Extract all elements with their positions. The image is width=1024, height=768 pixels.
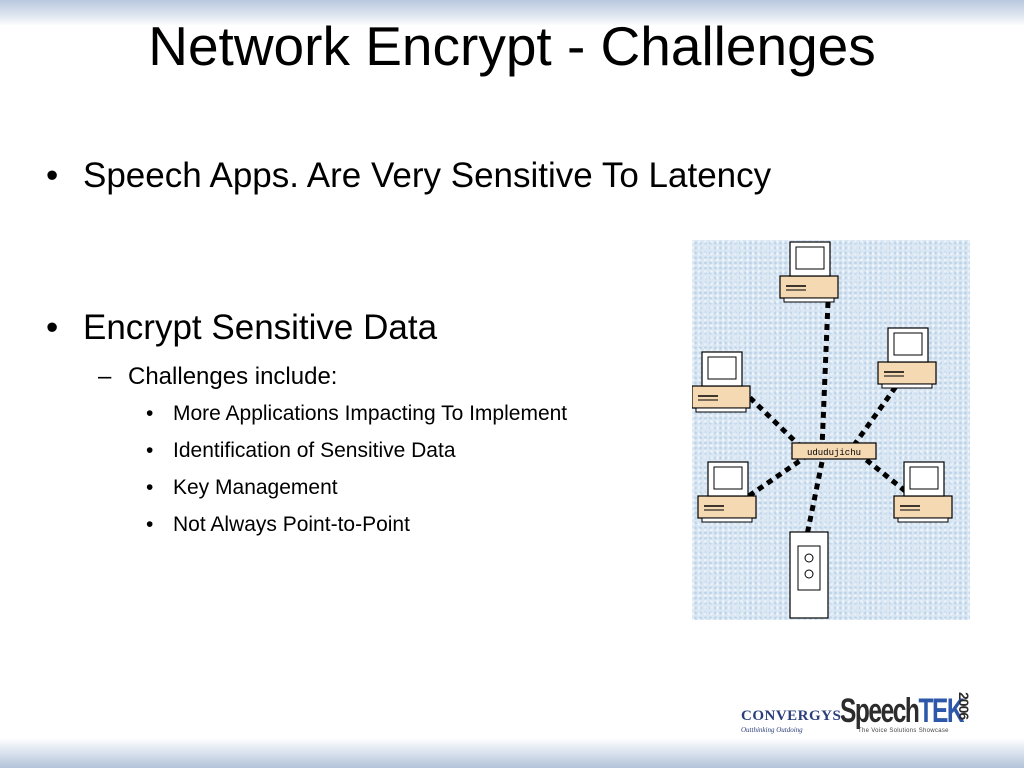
speechtek-logo-wordmark: SpeechTEK	[840, 692, 965, 731]
computer-icon	[697, 461, 757, 523]
computer-icon	[779, 241, 839, 303]
convergys-logo-tagline: Outthinking Outdoing	[741, 726, 803, 734]
speechtek-logo: SpeechTEK 2006 The Voice Solutions Showc…	[838, 688, 988, 736]
sub-sub-bullet: • Key Management	[146, 475, 338, 501]
speechtek-logo-year: 2006	[956, 692, 972, 720]
computer-icon	[877, 327, 937, 389]
sub-sub-bullet-marker: •	[146, 513, 154, 536]
network-hub-icon: ududujichu	[791, 442, 877, 460]
convergys-logo: CONVERGYS Outthinking Outdoing	[733, 698, 841, 742]
network-links	[738, 301, 916, 541]
sub-sub-bullet: • Not Always Point-to-Point	[146, 512, 410, 538]
sub-sub-bullet: • More Applications Impacting To Implemen…	[146, 401, 567, 427]
server-tower-icon	[789, 531, 829, 619]
sub-bullet-text: Challenges include:	[128, 363, 338, 390]
bullet-encrypt: • Encrypt Sensitive Data	[46, 307, 437, 349]
sub-sub-bullet-marker: •	[146, 402, 154, 425]
hub-label: ududujichu	[807, 448, 861, 458]
convergys-logo-name: CONVERGYS	[741, 708, 842, 724]
slide-title: Network Encrypt - Challenges	[148, 15, 876, 77]
top-gradient-band	[0, 0, 1024, 26]
bullet-marker: •	[46, 156, 59, 195]
sub-sub-bullet: • Identification of Sensitive Data	[146, 438, 456, 464]
bottom-gradient-band	[0, 738, 1024, 768]
sub-sub-bullet-text: Identification of Sensitive Data	[173, 439, 456, 462]
sub-sub-bullet-text: More Applications Impacting To Implement	[173, 402, 568, 425]
sub-sub-bullet-text: Not Always Point-to-Point	[173, 513, 410, 536]
bullet-marker: •	[46, 308, 59, 347]
computer-icon	[691, 351, 751, 413]
speechtek-logo-speech: Speech	[840, 692, 920, 730]
speechtek-logo-tagline: The Voice Solutions Showcase	[858, 728, 949, 734]
bullet-text: Encrypt Sensitive Data	[83, 308, 438, 347]
bullet-text: Speech Apps. Are Very Sensitive To Laten…	[83, 156, 772, 195]
bullet-latency: • Speech Apps. Are Very Sensitive To Late…	[46, 155, 771, 197]
sub-sub-bullet-text: Key Management	[173, 476, 338, 499]
network-star-topology-icon: ududujichu	[691, 241, 953, 619]
network-topology-image: ududujichu	[691, 240, 970, 620]
sub-bullet-challenges: –Challenges include:	[98, 362, 337, 392]
sub-sub-bullet-marker: •	[146, 476, 154, 499]
sub-bullet-marker: –	[98, 363, 112, 390]
sub-sub-bullet-marker: •	[146, 439, 154, 462]
speechtek-logo-tek: TEK	[918, 692, 964, 730]
